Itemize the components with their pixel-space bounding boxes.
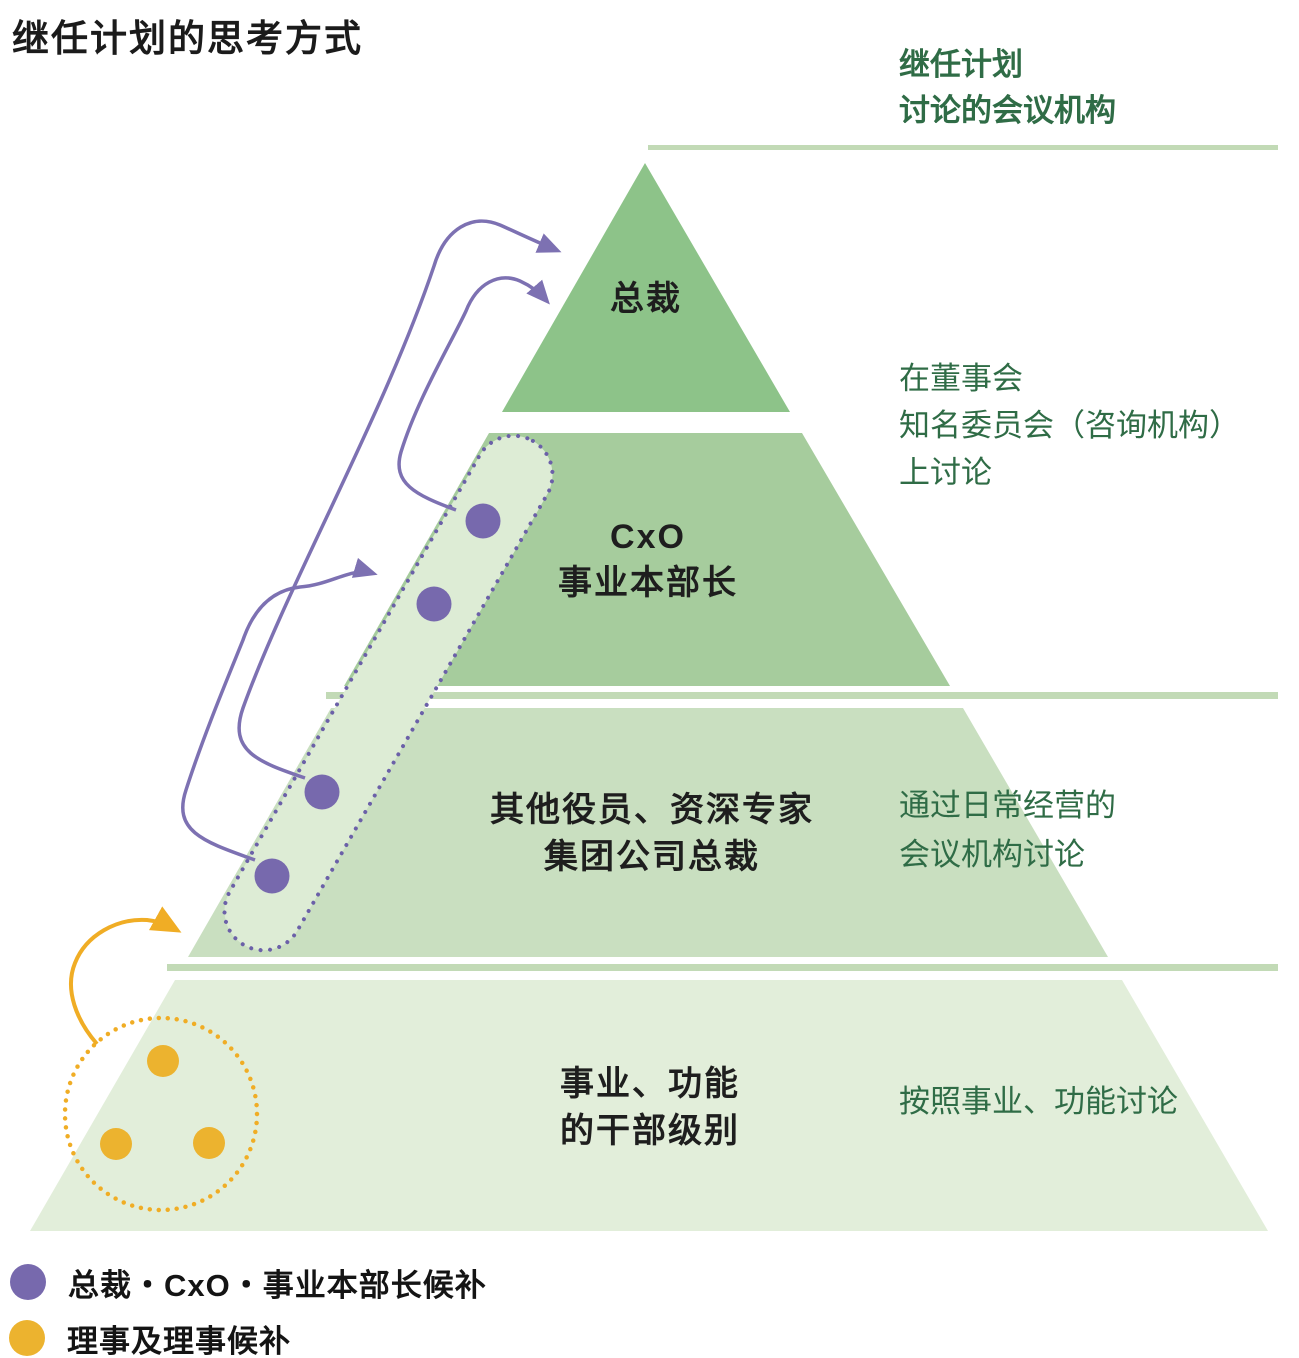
- note-line: 通过日常经营的: [899, 788, 1116, 823]
- page-title: 继任计划的思考方式: [12, 18, 363, 59]
- tier2-label: CxO 事业本部长: [558, 514, 738, 606]
- promotion-arrow-directors-to-tier3: [69, 906, 182, 1046]
- tier4-label: 事业、功能 的干部级别: [560, 1061, 740, 1155]
- candidate-dot-2: [416, 586, 452, 622]
- pyramid-tier4-shape: [30, 980, 1268, 1231]
- right-column-header: 继任计划 讨论的会议机构: [899, 42, 1116, 134]
- tier-label-line: CxO: [610, 518, 686, 556]
- tier-label-line: 总裁: [610, 280, 682, 318]
- header-rule: [648, 145, 1278, 150]
- legend-label: 总裁・CxO・事业本部长候补: [68, 1267, 487, 1303]
- director-dot-3: [193, 1127, 225, 1159]
- note-line: 在董事会: [899, 361, 1023, 396]
- promotion-arrow-tier2-to-tier1: [397, 276, 550, 512]
- legend-item-directors: 理事及理事候补: [9, 1320, 291, 1358]
- candidate-capsule: [222, 433, 555, 953]
- legend-item-candidates: 总裁・CxO・事业本部长候补: [10, 1264, 487, 1303]
- pyramid-tier1-shape: [502, 163, 790, 412]
- tier-label-line: 事业、功能: [560, 1065, 740, 1103]
- candidate-dot-4: [254, 858, 290, 894]
- tier-label-line: 事业本部长: [558, 564, 738, 602]
- note-daily-management: 通过日常经营的 会议机构讨论: [899, 781, 1116, 879]
- tier3-tier4-rule: [167, 964, 1278, 971]
- right-column-header-line: 讨论的会议机构: [899, 93, 1116, 128]
- tier3-label: 其他役员、资深专家 集团公司总裁: [490, 787, 814, 881]
- tier-label-line: 的干部级别: [560, 1112, 740, 1150]
- legend-label: 理事及理事候补: [67, 1323, 291, 1358]
- director-dot-2: [100, 1128, 132, 1160]
- note-business-function: 按照事业、功能讨论: [899, 1078, 1178, 1125]
- pyramid-tier3-shape: [188, 708, 1108, 957]
- right-column-header-line: 继任计划: [899, 47, 1023, 82]
- candidate-dot-3: [304, 774, 340, 810]
- tier2-tier3-rule: [326, 692, 1278, 699]
- note-line: 上讨论: [899, 455, 992, 490]
- promotion-arrow-tier3-to-tier2: [181, 557, 378, 862]
- note-line: 会议机构讨论: [899, 837, 1085, 872]
- legend-purple-dot-icon: [10, 1264, 46, 1300]
- legend-yellow-dot-icon: [9, 1320, 45, 1356]
- note-line: 按照事业、功能讨论: [899, 1084, 1178, 1119]
- tier1-label: 总裁: [610, 276, 682, 322]
- director-dot-1: [147, 1045, 179, 1077]
- note-board-of-directors: 在董事会 知名委员会（咨询机构） 上讨论: [899, 355, 1240, 496]
- tier-label-line: 其他役员、资深专家: [490, 791, 814, 829]
- candidate-dot-1: [465, 503, 501, 539]
- tier-label-line: 集团公司总裁: [544, 838, 760, 876]
- note-line: 知名委员会（咨询机构）: [899, 408, 1240, 443]
- director-dotted-circle: [62, 1015, 260, 1213]
- promotion-arrow-tier3-to-tier1: [237, 219, 562, 780]
